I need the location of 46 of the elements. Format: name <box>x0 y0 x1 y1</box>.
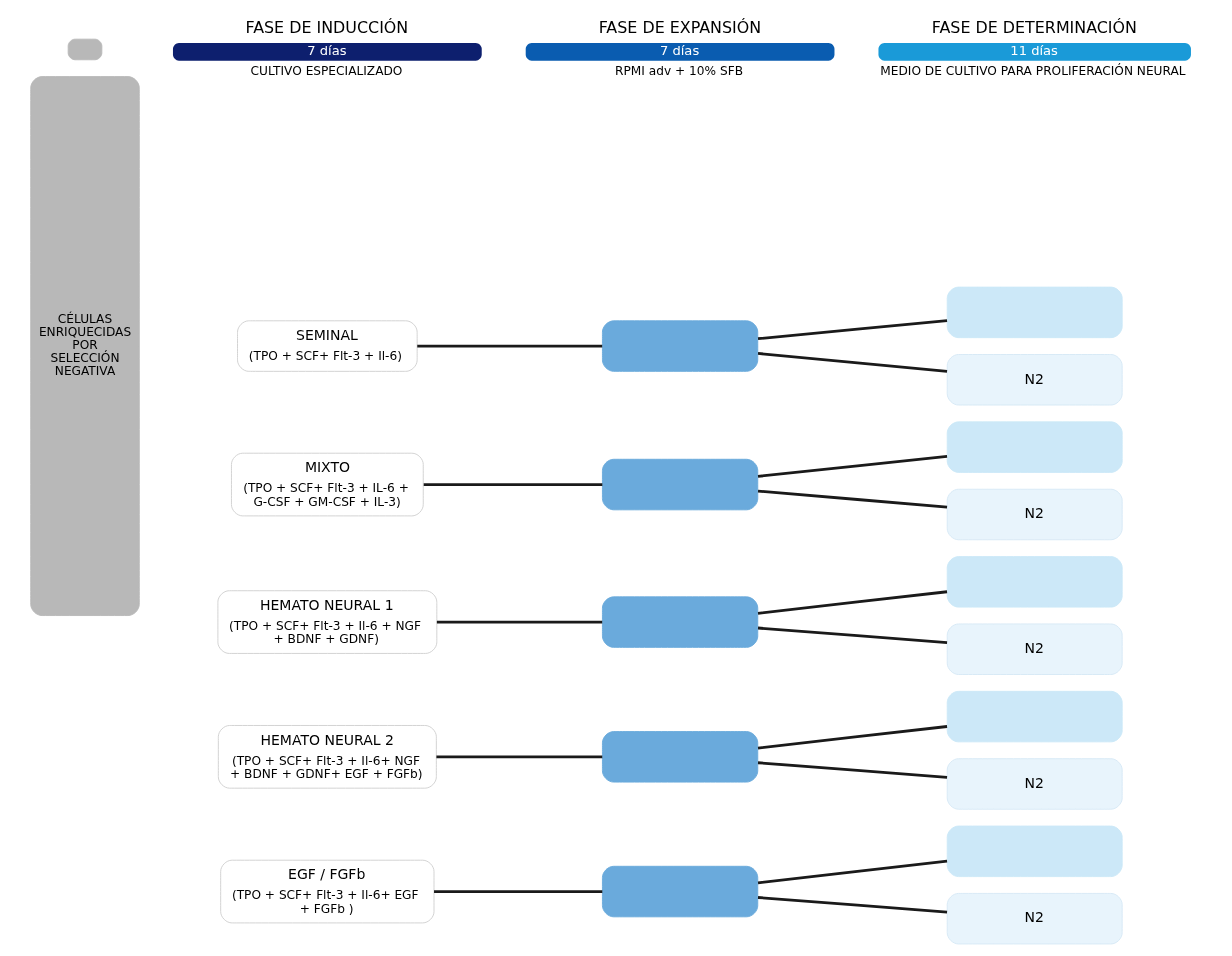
node-label: FASE DE INDUCCIÓN <box>245 18 409 38</box>
connector <box>757 896 948 914</box>
node-box: 7 días <box>525 42 835 61</box>
node-box <box>946 690 1123 743</box>
node-box: 7 días <box>172 42 482 61</box>
node-box: 11 días <box>878 42 1191 61</box>
connector <box>757 725 948 750</box>
node-box <box>946 421 1123 473</box>
node-box <box>601 320 759 372</box>
connector <box>757 319 948 341</box>
node-box: N2 <box>946 758 1123 810</box>
node-box: MIXTO (TPO + SCF+ Flt-3 + IL-6 + G-CSF + GM-CSF + IL-3) <box>230 452 424 517</box>
node-box <box>601 731 759 783</box>
connector <box>757 590 948 615</box>
connector <box>757 454 948 478</box>
node-box: N2 <box>946 892 1123 945</box>
node-box <box>601 596 759 648</box>
node-box: HEMATO NEURAL 2 (TPO + SCF+ Flt-3 + Il-6+ NGF + BDNF + GDNF+ EGF + FGFb) <box>217 725 437 789</box>
node-label: MEDIO DE CULTIVO PARA PROLIFERACIÓN NEURAL <box>880 64 1186 79</box>
node-label: FASE DE DETERMINACIÓN <box>931 18 1137 38</box>
node-label: FASE DE EXPANSIÓN <box>598 18 762 38</box>
node-box: N2 <box>946 354 1123 406</box>
connector <box>757 489 948 509</box>
node-box <box>67 38 103 61</box>
node-box <box>946 556 1123 608</box>
connector <box>436 620 603 624</box>
node-box: CÉLULAS ENRIQUECIDAS POR SELECCIÓN NEGATIVA <box>30 76 140 616</box>
connector <box>434 890 603 893</box>
connector <box>423 483 603 486</box>
connector <box>436 755 603 759</box>
connector <box>757 352 948 373</box>
node-box <box>946 286 1123 339</box>
node-label: RPMI adv + 10% SFB <box>615 64 743 79</box>
node-box: EGF / FGFb (TPO + SCF+ Flt-3 + Il-6+ EGF + FGFb ) <box>220 859 435 924</box>
node-box <box>601 865 759 918</box>
node-box: SEMINAL (TPO + SCF+ Flt-3 + Il-6) <box>237 320 418 372</box>
node-box: N2 <box>946 488 1123 541</box>
connector <box>757 626 948 644</box>
node-box: HEMATO NEURAL 1 (TPO + SCF+ Flt-3 + Il-6 + NGF + BDNF + GDNF) <box>217 590 438 654</box>
connector <box>757 761 948 779</box>
node-label: CULTIVO ESPECIALIZADO <box>250 64 403 79</box>
node-box <box>601 458 759 511</box>
node-box <box>946 825 1123 878</box>
connector <box>757 859 948 885</box>
connector <box>417 344 603 348</box>
node-box: N2 <box>946 623 1123 675</box>
